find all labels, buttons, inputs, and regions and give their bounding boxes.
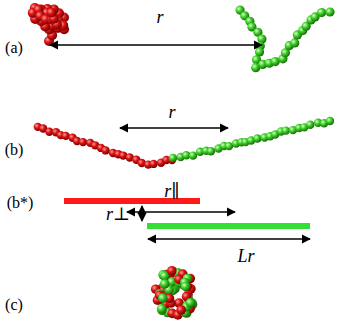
length-arrow [148, 238, 310, 239]
monomer-bead [255, 47, 264, 56]
distance-arrow [141, 206, 142, 221]
distance-arrow [127, 211, 235, 212]
monomer-bead [101, 146, 109, 154]
panel-label: (c) [5, 297, 23, 313]
green-bar [147, 223, 310, 229]
monomer-bead [317, 8, 326, 17]
distance-arrow [120, 127, 228, 128]
monomer-bead [306, 121, 314, 129]
monomer-bead [207, 147, 215, 155]
monomer-bead [181, 282, 191, 292]
monomer-bead [326, 117, 334, 125]
monomer-bead [253, 134, 261, 142]
monomer-bead [46, 8, 56, 18]
distance-label: r∥ [164, 182, 179, 200]
panel-label: (b) [5, 142, 24, 158]
monomer-bead [160, 279, 170, 289]
monomer-bead [186, 298, 196, 308]
panel-label: (a) [5, 40, 23, 56]
monomer-bead [282, 126, 290, 134]
monomer-bead [79, 138, 87, 146]
monomer-bead [158, 293, 168, 303]
distance-arrow [50, 44, 262, 45]
monomer-bead [157, 304, 167, 314]
monomer-bead [189, 151, 197, 159]
distance-label: r [168, 103, 175, 121]
panel-label: (b*) [7, 195, 34, 211]
length-label: Lr [237, 247, 254, 265]
monomer-bead [167, 266, 177, 276]
monomer-bead [149, 160, 157, 168]
distance-label: r⊥ [106, 205, 130, 223]
monomer-bead [176, 305, 186, 315]
monomer-bead [290, 38, 299, 47]
distance-label: r [156, 8, 163, 26]
monomer-bead [325, 7, 334, 16]
monomer-bead [169, 154, 177, 162]
